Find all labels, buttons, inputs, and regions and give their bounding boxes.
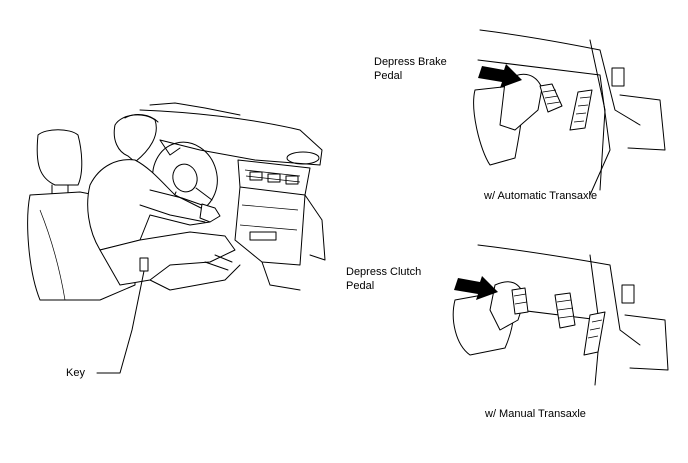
depress-brake-label-line1: Depress Brake [374, 56, 447, 68]
automatic-transaxle-caption: w/ Automatic Transaxle [484, 190, 598, 202]
arrow-icon [454, 276, 498, 300]
key-fob-icon [139, 257, 149, 272]
depress-clutch-label-line1: Depress Clutch [346, 266, 422, 278]
depress-clutch-label-line2: Pedal [346, 280, 375, 292]
key-leader-line [96, 270, 145, 374]
arrow-icon [478, 64, 522, 88]
manual-transaxle-caption: w/ Manual Transaxle [485, 408, 586, 420]
brake-pedal-inset [473, 29, 666, 196]
clutch-pedal-inset [452, 244, 669, 386]
key-label: Key [66, 367, 85, 379]
depress-brake-label-line2: Pedal [374, 70, 403, 82]
